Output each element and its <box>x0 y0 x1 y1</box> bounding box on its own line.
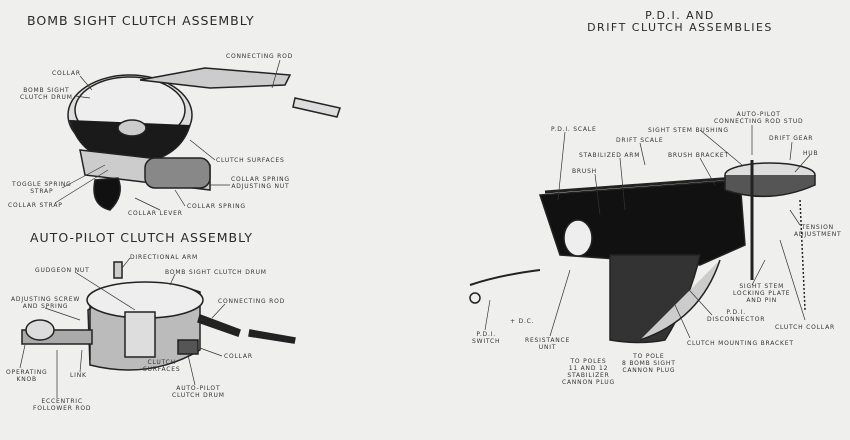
label-pdi-disconnector: P.D.I. DISCONNECTOR <box>707 309 766 323</box>
label-gudgeon-nut: GUDGEON NUT <box>35 267 90 274</box>
label-sight-stem-locking-plate: SIGHT STEM LOCKING PLATE AND PIN <box>733 283 791 304</box>
leader-lines-right <box>484 125 811 339</box>
auto-pilot-clutch-title: AUTO-PILOT CLUTCH ASSEMBLY <box>30 230 254 245</box>
label-toggle-spring-strap: TOGGLE SPRING STRAP <box>12 181 72 195</box>
label-resistance-unit: RESISTANCE UNIT <box>525 337 571 351</box>
pdi-title-line2: DRIFT CLUTCH ASSEMBLIES <box>587 21 773 34</box>
label-clutch-collar: CLUTCH COLLAR <box>775 324 835 331</box>
label-auto-pilot-clutch-drum: AUTO-PILOT CLUTCH DRUM <box>172 385 225 399</box>
leader-lines-bottom-left <box>19 257 226 398</box>
label-to-pole-8: TO POLE 8 BOMB SIGHT CANNON PLUG <box>622 353 676 374</box>
label-drift-scale: DRIFT SCALE <box>616 137 664 144</box>
label-pdi-scale: P.D.I. SCALE <box>551 126 597 133</box>
label-clutch-surfaces: CLUTCH SURFACES <box>216 157 285 164</box>
label-drift-gear: DRIFT GEAR <box>769 135 814 142</box>
label-hub: HUB <box>803 150 819 157</box>
label-clutch-surfaces-2: CLUTCH SURFACES <box>143 359 181 373</box>
label-pdi-switch: P.D.I. SWITCH <box>472 331 501 345</box>
label-connecting-rod: CONNECTING ROD <box>226 53 294 60</box>
label-collar: COLLAR <box>52 70 81 77</box>
label-plus-dc: + D.C. <box>510 318 535 325</box>
label-tension-adjustment: TENSION ADJUSTMENT <box>794 224 842 238</box>
label-directional-arm: DIRECTIONAL ARM <box>130 254 198 261</box>
label-bomb-sight-clutch-drum: BOMB SIGHT CLUTCH DRUM <box>20 87 73 101</box>
bomb-sight-clutch-title: BOMB SIGHT CLUTCH ASSEMBLY <box>27 13 255 28</box>
leader-lines-top-left <box>54 59 281 211</box>
label-adjusting-screw: ADJUSTING SCREW AND SPRING <box>11 296 81 310</box>
label-link: LINK <box>70 372 87 379</box>
label-collar-lever: COLLAR LEVER <box>128 210 183 217</box>
label-collar-strap: COLLAR STRAP <box>8 202 63 209</box>
label-connecting-rod-stud: AUTO-PILOT CONNECTING ROD STUD <box>714 111 804 125</box>
label-operating-knob: OPERATING KNOB <box>6 369 48 383</box>
label-stabilized-arm: STABILIZED ARM <box>579 152 641 159</box>
bomb-sight-clutch-drawing <box>67 67 341 211</box>
pdi-drift-clutch-drawing <box>469 160 816 344</box>
label-bomb-sight-clutch-drum-2: BOMB SIGHT CLUTCH DRUM <box>165 269 267 276</box>
label-collar-2: COLLAR <box>224 353 253 360</box>
label-sight-stem-bushing: SIGHT STEM BUSHING <box>648 127 729 134</box>
label-brush: BRUSH <box>572 168 597 175</box>
label-collar-spring-adjusting-nut: COLLAR SPRING ADJUSTING NUT <box>231 176 290 190</box>
pdi-title-line1: P.D.I. AND <box>645 9 715 22</box>
label-connecting-rod-2: CONNECTING ROD <box>218 298 286 305</box>
label-brush-bracket: BRUSH BRACKET <box>668 152 729 159</box>
label-eccentric-follower-rod: ECCENTRIC FOLLOWER ROD <box>33 398 92 412</box>
label-collar-spring: COLLAR SPRING <box>187 203 246 210</box>
label-clutch-mounting-bracket: CLUTCH MOUNTING BRACKET <box>687 340 794 347</box>
auto-pilot-clutch-drawing <box>21 261 296 371</box>
label-to-poles-11-12: TO POLES 11 AND 12 STABILIZER CANNON PLU… <box>562 358 615 386</box>
